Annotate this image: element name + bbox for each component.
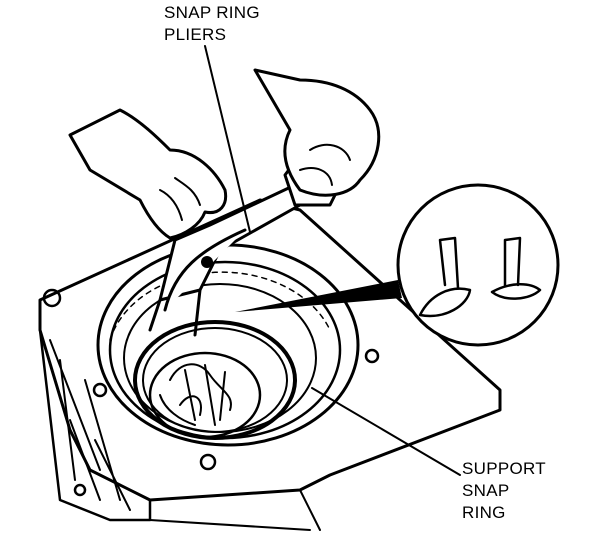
pliers-leader-line bbox=[204, 45, 251, 233]
left-hand bbox=[68, 108, 228, 240]
label-line: PLIERS bbox=[164, 25, 227, 44]
right-hand bbox=[253, 68, 381, 197]
label-line: RING bbox=[462, 503, 506, 522]
support-snap-ring-label: SUPPORT SNAP RING bbox=[462, 458, 546, 524]
label-line: SNAP RING bbox=[164, 3, 260, 22]
label-line: SNAP bbox=[462, 481, 510, 500]
snap-ring-leader-line bbox=[311, 387, 461, 476]
support-snap-ring bbox=[133, 320, 297, 440]
leader-lines bbox=[204, 45, 461, 476]
label-line: SUPPORT bbox=[462, 459, 546, 478]
transmission-case bbox=[38, 198, 502, 531]
detail-magnifier bbox=[235, 183, 560, 347]
inner-clutch-assembly bbox=[148, 351, 262, 439]
snap-ring-pliers-label: SNAP RING PLIERS bbox=[164, 2, 260, 46]
